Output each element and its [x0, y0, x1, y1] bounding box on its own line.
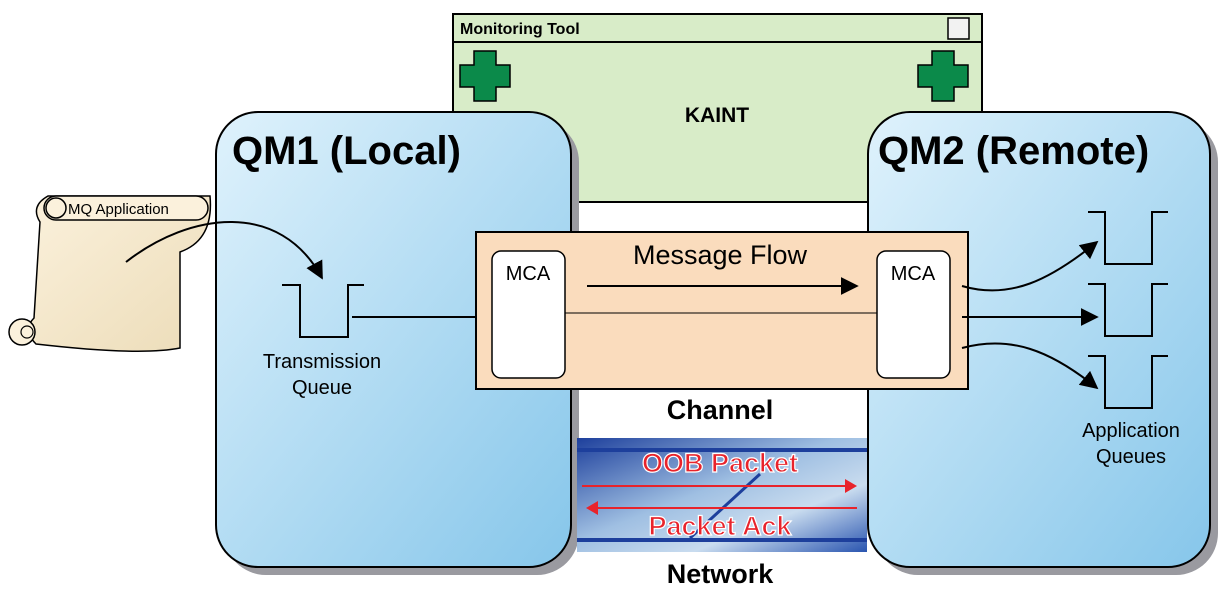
mca-right-label: MCA [891, 263, 936, 285]
message-flow-label: Message Flow [633, 240, 808, 270]
application-queue-1 [1088, 211, 1168, 265]
mca-left-box [491, 250, 566, 379]
mq-application-scroll: MQ Application [8, 195, 212, 352]
application-to-queue-arrow [125, 221, 323, 280]
application-queues-line1: Application [1082, 420, 1180, 442]
mq-application-label: MQ Application [68, 201, 169, 218]
transmission-queue-line1: Transmission [263, 351, 381, 373]
channel-label: Channel [667, 395, 774, 425]
green-cross-icon [917, 50, 969, 102]
packet-ack-label: Packet Ack [648, 511, 792, 541]
qm2-title: QM2 (Remote) [878, 129, 1149, 173]
mca-left-label: MCA [506, 263, 551, 285]
network-box: OOB Packet Packet Ack [577, 438, 867, 552]
qm1-title: QM1 (Local) [232, 129, 461, 173]
mca-to-queue1-arrow [961, 240, 1099, 292]
transmission-queue: Transmission Queue [263, 284, 381, 399]
agent-name: KAINT [685, 104, 749, 127]
application-queue-3 [1088, 355, 1168, 409]
application-queues-line2: Queues [1096, 446, 1166, 468]
transmission-queue-line2: Queue [292, 377, 352, 399]
window-box-icon[interactable] [947, 17, 970, 40]
network-label: Network [667, 559, 775, 589]
mca-right-box [876, 250, 951, 379]
channel-box: MCA MCA Message Flow [475, 231, 969, 390]
qm2-box: QM2 (Remote) [867, 111, 1218, 575]
ack-arrow-head [586, 501, 598, 515]
oob-packet-label: OOB Packet [642, 448, 798, 478]
oob-arrow-head [845, 479, 857, 493]
application-queue-2 [1088, 283, 1168, 337]
mca-to-queue3-arrow [961, 342, 1099, 390]
green-cross-icon [459, 50, 511, 102]
monitoring-tool-title: Monitoring Tool [460, 21, 580, 38]
